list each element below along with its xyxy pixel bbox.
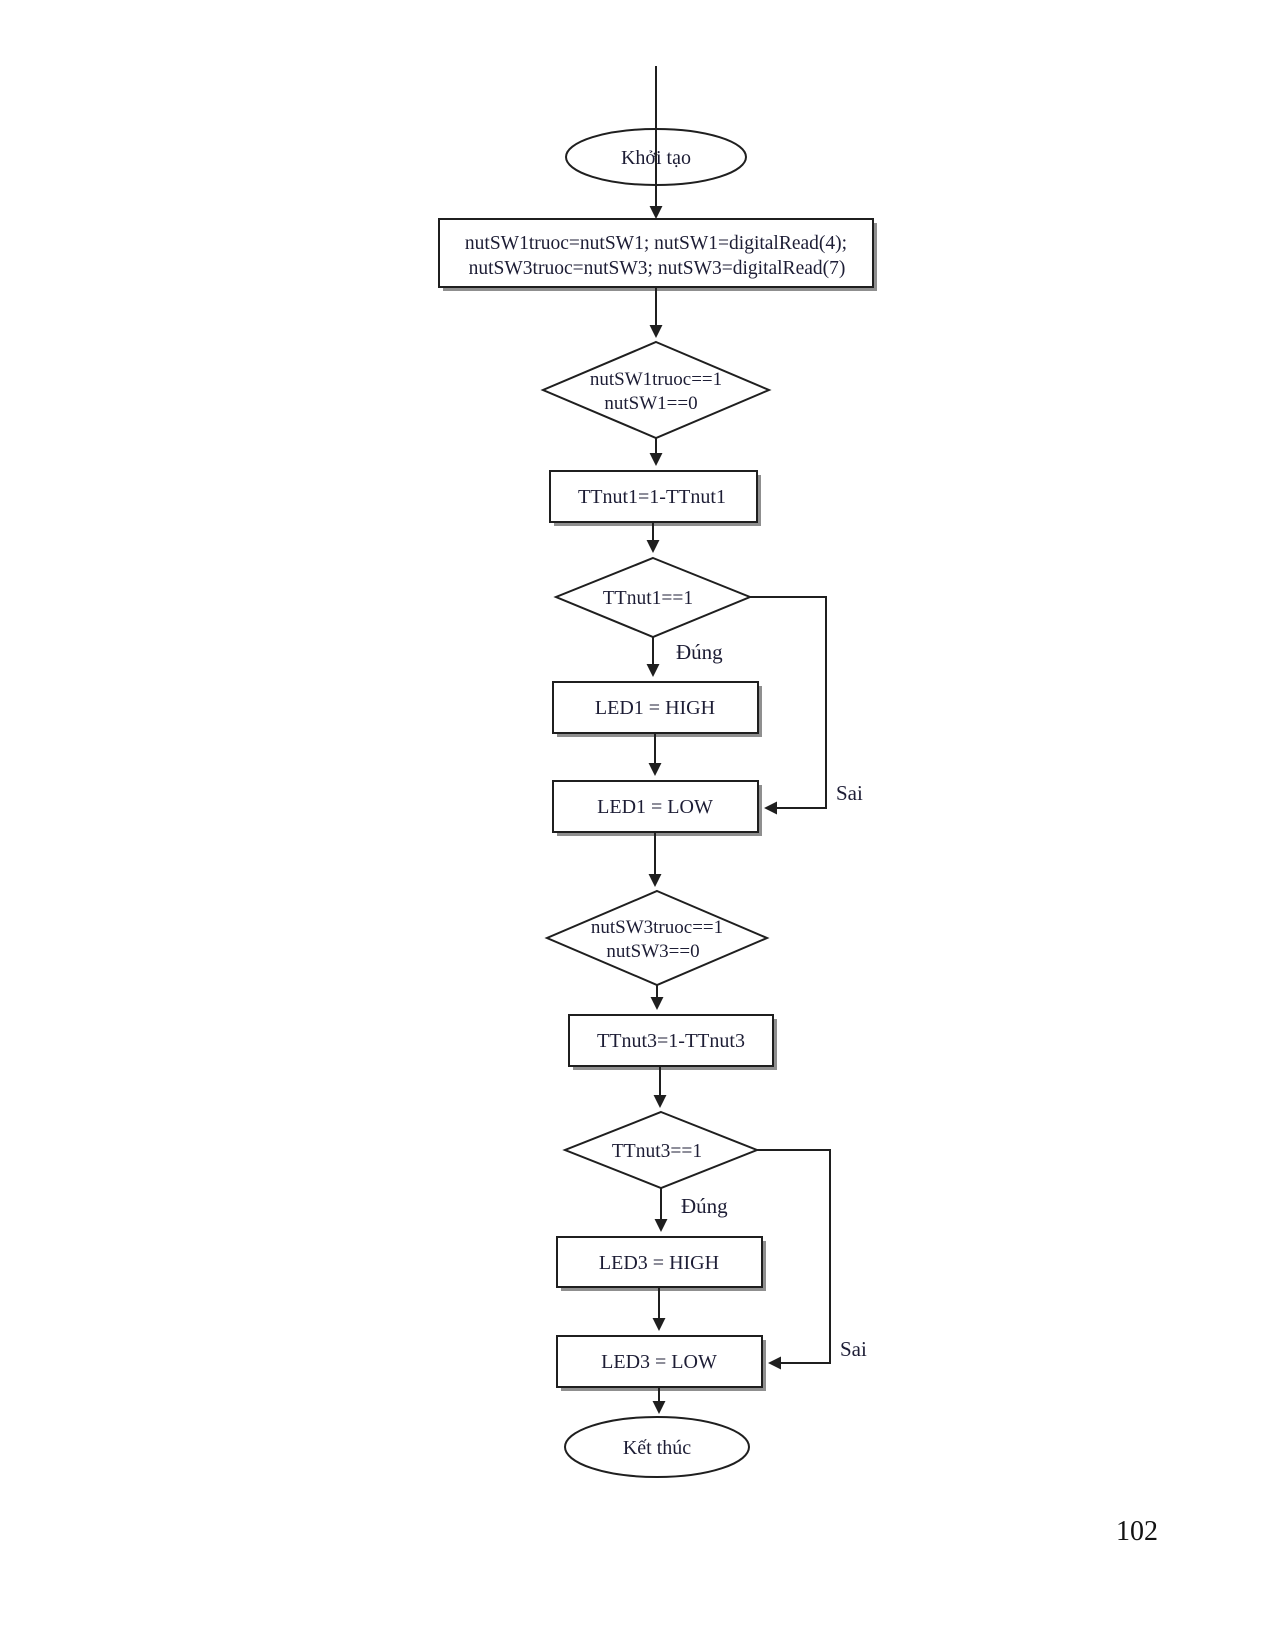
sw3-condition-line2: nutSW3==0 (606, 941, 699, 962)
end-terminator: Kết thúc (564, 1416, 750, 1478)
sw1-condition-line2: nutSW1==0 (604, 393, 697, 414)
led3-high-label: LED3 = HIGH (599, 1252, 719, 1274)
led1-high-rect (552, 681, 759, 734)
toggle1-box (549, 470, 758, 523)
decision-ttnut3-diamond: TTnut3==1 (562, 1110, 760, 1190)
toggle1-label: TTnut1=1-TTnut1 (578, 486, 726, 508)
branch-false-2 (757, 1149, 831, 1370)
init-process-box: nutSW1truoc=nutSW1; nutSW1=digitalRead(4… (438, 218, 877, 291)
ttnut3-condition: TTnut3==1 (612, 1141, 702, 1162)
led3-low-label: LED3 = LOW (601, 1351, 717, 1373)
sw1-diamond (540, 340, 772, 440)
sw3-diamond (544, 889, 770, 987)
toggle3-box (568, 1014, 774, 1067)
sw1-condition-line1: nutSW1truoc==1 (590, 369, 722, 390)
end-label: Kết thúc (623, 1437, 691, 1459)
led1-high-label: LED1 = HIGH (595, 697, 715, 719)
decision-sw1-diamond: nutSW1truoc==1 nutSW1==0 (540, 340, 772, 440)
label-sai-2: Sai (840, 1337, 867, 1361)
decision-sw3-diamond: nutSW3truoc==1 nutSW3==0 (544, 889, 770, 987)
init-box (438, 218, 874, 288)
label-dung-2: Đúng (681, 1194, 728, 1218)
branch-false-1 (750, 596, 827, 815)
label-dung-1: Đúng (676, 640, 723, 664)
toggle-ttnut1-box: TTnut1=1-TTnut1 (549, 470, 761, 526)
page-number: 102 (1116, 1516, 1158, 1547)
decision-ttnut1-diamond: TTnut1==1 (553, 556, 753, 639)
end-oval (564, 1416, 750, 1478)
init-line1: nutSW1truoc=nutSW1; nutSW1=digitalRead(4… (465, 233, 847, 254)
led1-low-box: LED1 = LOW (552, 780, 762, 836)
led3-low-box: LED3 = LOW (556, 1335, 766, 1391)
led1-low-label: LED1 = LOW (597, 796, 713, 818)
toggle-ttnut3-box: TTnut3=1-TTnut3 (568, 1014, 777, 1070)
label-sai-1: Sai (836, 781, 863, 805)
led3-high-box: LED3 = HIGH (556, 1236, 766, 1291)
toggle3-label: TTnut3=1-TTnut3 (597, 1030, 745, 1052)
ttnut1-condition: TTnut1==1 (603, 588, 693, 609)
led1-low-rect (552, 780, 759, 833)
init-line2: nutSW3truoc=nutSW3; nutSW3=digitalRead(7… (469, 258, 846, 279)
sw3-condition-line1: nutSW3truoc==1 (591, 917, 723, 938)
led1-high-box: LED1 = HIGH (552, 681, 762, 737)
